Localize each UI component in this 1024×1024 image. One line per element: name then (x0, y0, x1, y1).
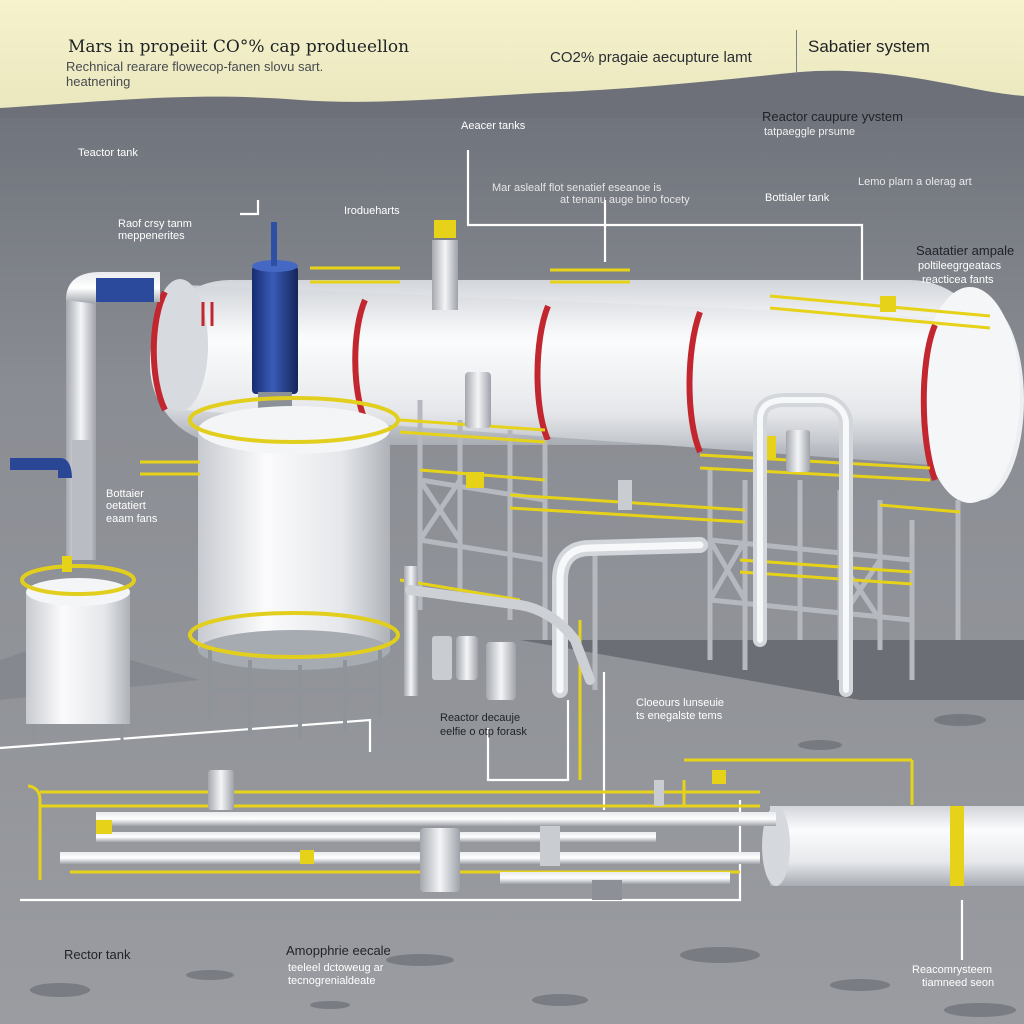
foundation-pad (520, 640, 1024, 700)
right-title: Sabatier system (808, 37, 930, 56)
label-amopphrie-3: tecnogrenialdeate (288, 975, 376, 987)
label-bottaier-2: oetatiert (106, 500, 146, 512)
label-amopphrie-1: Amopphrie eecale (286, 943, 391, 958)
label-cloeours-2: ts enegalste tems (636, 710, 723, 722)
label-bottialer-tank: Bottialer tank (765, 192, 830, 204)
big-storage-tank (188, 396, 400, 740)
label-rao-cry-1: Raof crsy tanm (118, 218, 192, 230)
small-left-tank (20, 556, 136, 742)
label-rao-cry-2: meppenerites (118, 230, 185, 242)
label-teactor-tank: Teactor tank (78, 147, 138, 159)
label-reacomy-1: Reacomrysteem (912, 964, 993, 976)
process-vessels (404, 220, 896, 700)
label-irodueharts: Irodueharts (344, 205, 400, 217)
mountain-range (0, 70, 1024, 130)
label-reactor-dosage-2: eelfie o otp forask (440, 726, 527, 738)
label-saatatier-3: reacticea fants (922, 274, 994, 286)
label-rector-tank: Rector tank (64, 947, 131, 962)
arched-pipes (405, 393, 853, 698)
label-reactor-dosage-1: Reactor decauje (440, 712, 521, 724)
label-lemo-plan: Lemo plarn a olerag art (858, 176, 972, 188)
label-bottaier-1: Bottaier (106, 488, 144, 500)
label-mar-asleall: Mar aslealf flot senatief eseanoe is (492, 182, 662, 194)
bottom-pipeline (60, 770, 1024, 900)
label-bottaier-3: eaam fans (106, 513, 158, 525)
title-divider (796, 30, 797, 74)
left-vertical-pipe (10, 272, 160, 560)
label-reactor-caupure: Reactor caupure yvstem (762, 109, 903, 124)
label-amopphrie-2: teeleel dctoweug ar (288, 962, 384, 974)
label-saatatier-2: poltileegrgeatacs (918, 260, 1002, 272)
header-subtitle-line2: heatnening (66, 74, 131, 89)
label-aeacer-tanks: Aeacer tanks (461, 120, 526, 132)
label-cloeours-1: Cloeours lunseuie (636, 697, 725, 709)
label-saatatier-1: Saatatier ampale (916, 243, 1015, 258)
label-reacomy-2: tiamneed seon (922, 977, 995, 989)
label-reactor-caupure-sub: tatpaeggle prsume (764, 126, 856, 138)
header-subtitle-line1: Rechnical rearare flowecop-fanen slovu s… (66, 59, 324, 74)
center-title: CO2% pragaie aecupture lamt (550, 49, 752, 66)
header-title: Mars in propeiit CO°% cap produeellon (68, 37, 410, 57)
blue-tower-icon (252, 222, 298, 416)
ground-rocks (30, 714, 1016, 1017)
label-at-tenanu: at tenanu auge bino focety (560, 194, 690, 206)
